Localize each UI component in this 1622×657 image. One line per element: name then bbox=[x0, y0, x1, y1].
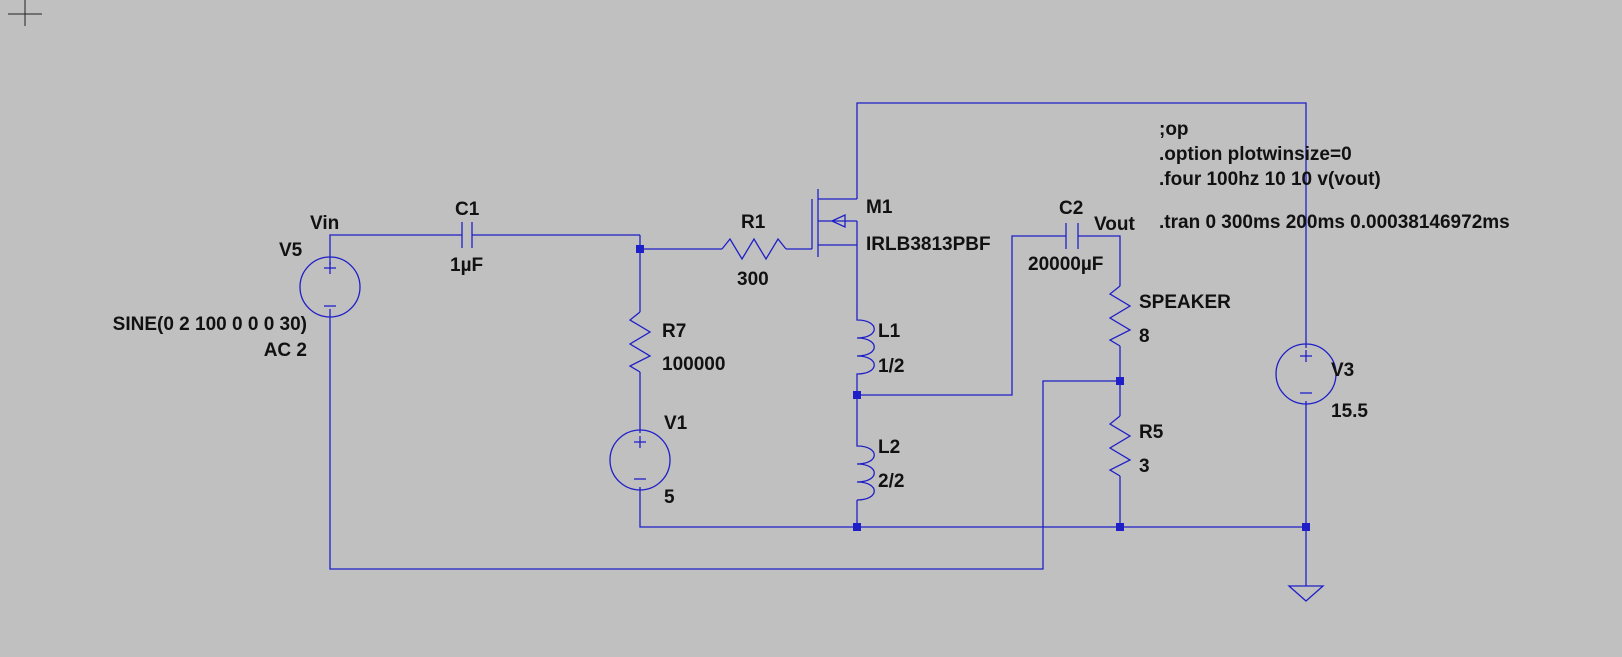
wire-v5-return[interactable] bbox=[329, 309, 1120, 570]
v3-voltage-source[interactable] bbox=[1275, 343, 1337, 405]
l2-name-label: L2 bbox=[878, 437, 900, 458]
l2-inductor[interactable] bbox=[856, 436, 875, 501]
directive-four[interactable]: .four 100hz 10 10 v(vout) bbox=[1159, 169, 1381, 190]
m1-name-label: M1 bbox=[866, 197, 893, 218]
c2-capacitor[interactable] bbox=[1065, 223, 1079, 249]
wire-vout[interactable] bbox=[1078, 235, 1121, 286]
r7-value-label: 100000 bbox=[662, 354, 725, 375]
v1-value-label: 5 bbox=[664, 487, 675, 508]
r7-resistor[interactable] bbox=[628, 311, 652, 373]
r1-resistor[interactable] bbox=[721, 237, 787, 261]
v5-name-label: V5 bbox=[279, 240, 303, 261]
v1-name-label: V1 bbox=[664, 413, 688, 434]
speaker-value-label: 8 bbox=[1139, 326, 1150, 347]
l1-value-label: 1/2 bbox=[878, 356, 904, 377]
v3-name-label: V3 bbox=[1331, 360, 1354, 381]
spice-directives[interactable]: ;op .option plotwinsize=0 .four 100hz 10… bbox=[1159, 119, 1510, 233]
c1-name-label: C1 bbox=[455, 199, 480, 220]
v5-voltage-source[interactable] bbox=[299, 256, 361, 318]
junctions bbox=[636, 245, 1310, 531]
v5-ac-label: AC 2 bbox=[264, 340, 307, 361]
speaker-resistor[interactable] bbox=[1108, 285, 1132, 347]
wire-gate-node[interactable] bbox=[639, 235, 722, 250]
wire-tap-c2[interactable] bbox=[857, 235, 1066, 396]
v1-voltage-source[interactable] bbox=[609, 429, 671, 491]
component-labels: Vin V5 SINE(0 2 100 0 0 0 30) AC 2 C1 1µ… bbox=[113, 197, 1369, 508]
v3-value-label: 15.5 bbox=[1331, 401, 1368, 422]
directive-option[interactable]: .option plotwinsize=0 bbox=[1159, 144, 1352, 165]
wire-drain-supply[interactable] bbox=[856, 102, 1307, 348]
wire-vin[interactable] bbox=[329, 234, 462, 265]
c1-value-label: 1µF bbox=[450, 255, 483, 276]
r5-value-label: 3 bbox=[1139, 456, 1150, 477]
m1-mosfet[interactable] bbox=[811, 189, 858, 257]
l1-name-label: L1 bbox=[878, 321, 901, 342]
r5-name-label: R5 bbox=[1139, 422, 1164, 443]
r7-name-label: R7 bbox=[662, 321, 686, 342]
v5-value-label: SINE(0 2 100 0 0 0 30) bbox=[113, 314, 307, 335]
l2-value-label: 2/2 bbox=[878, 471, 904, 492]
c2-value-label: 20000µF bbox=[1028, 254, 1103, 275]
wire-v1-ground[interactable] bbox=[639, 487, 1306, 528]
net-label-vout: Vout bbox=[1094, 214, 1135, 235]
r1-name-label: R1 bbox=[741, 212, 766, 233]
directive-op[interactable]: ;op bbox=[1159, 119, 1189, 140]
r1-value-label: 300 bbox=[737, 269, 769, 290]
directive-tran[interactable]: .tran 0 300ms 200ms 0.00038146972ms bbox=[1159, 212, 1510, 233]
crosshair-cursor-icon bbox=[8, 0, 42, 26]
c1-capacitor[interactable] bbox=[461, 222, 473, 248]
m1-value-label: IRLB3813PBF bbox=[866, 234, 991, 255]
net-label-vin: Vin bbox=[310, 213, 339, 234]
speaker-name-label: SPEAKER bbox=[1139, 292, 1231, 313]
r5-resistor[interactable] bbox=[1108, 415, 1132, 477]
ground-icon[interactable] bbox=[1287, 585, 1325, 602]
wires[interactable] bbox=[329, 102, 1307, 586]
l1-inductor[interactable] bbox=[856, 305, 875, 376]
c2-name-label: C2 bbox=[1059, 198, 1083, 219]
